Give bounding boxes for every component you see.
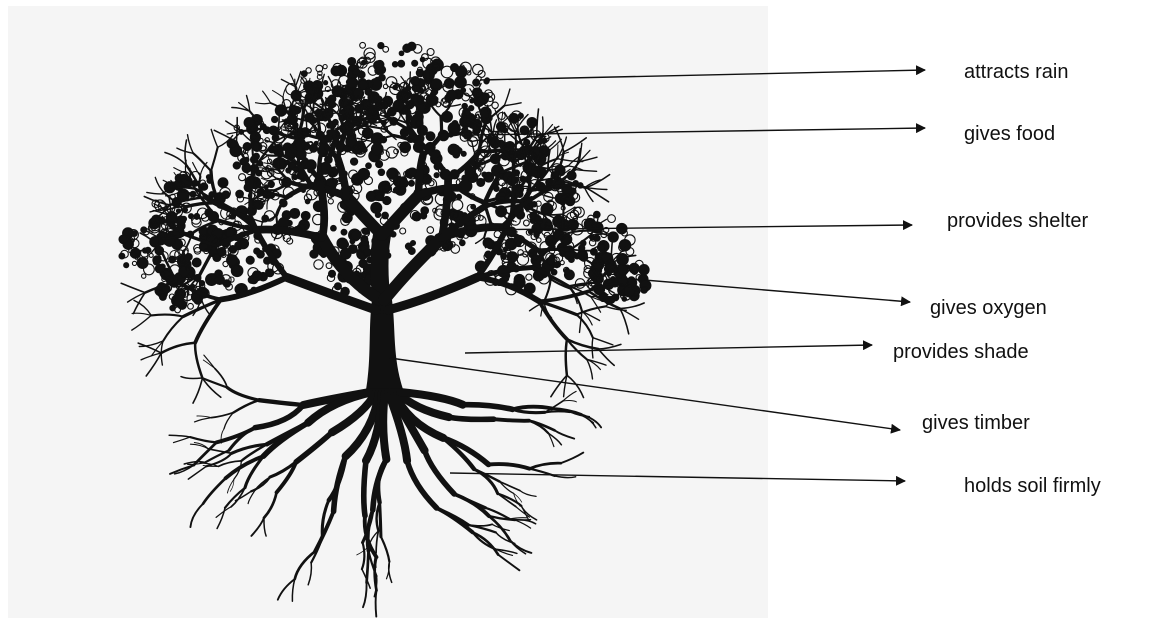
label-holds-soil-firmly: holds soil firmly — [964, 474, 1101, 498]
label-gives-oxygen: gives oxygen — [930, 296, 1047, 320]
tree-roots — [169, 355, 601, 616]
label-gives-food: gives food — [964, 122, 1055, 146]
label-provides-shade: provides shade — [893, 340, 1029, 364]
label-provides-shelter: provides shelter — [947, 209, 1088, 233]
label-attracts-rain: attracts rain — [964, 60, 1068, 84]
tree-trunk — [365, 300, 405, 395]
label-gives-timber: gives timber — [922, 411, 1030, 435]
